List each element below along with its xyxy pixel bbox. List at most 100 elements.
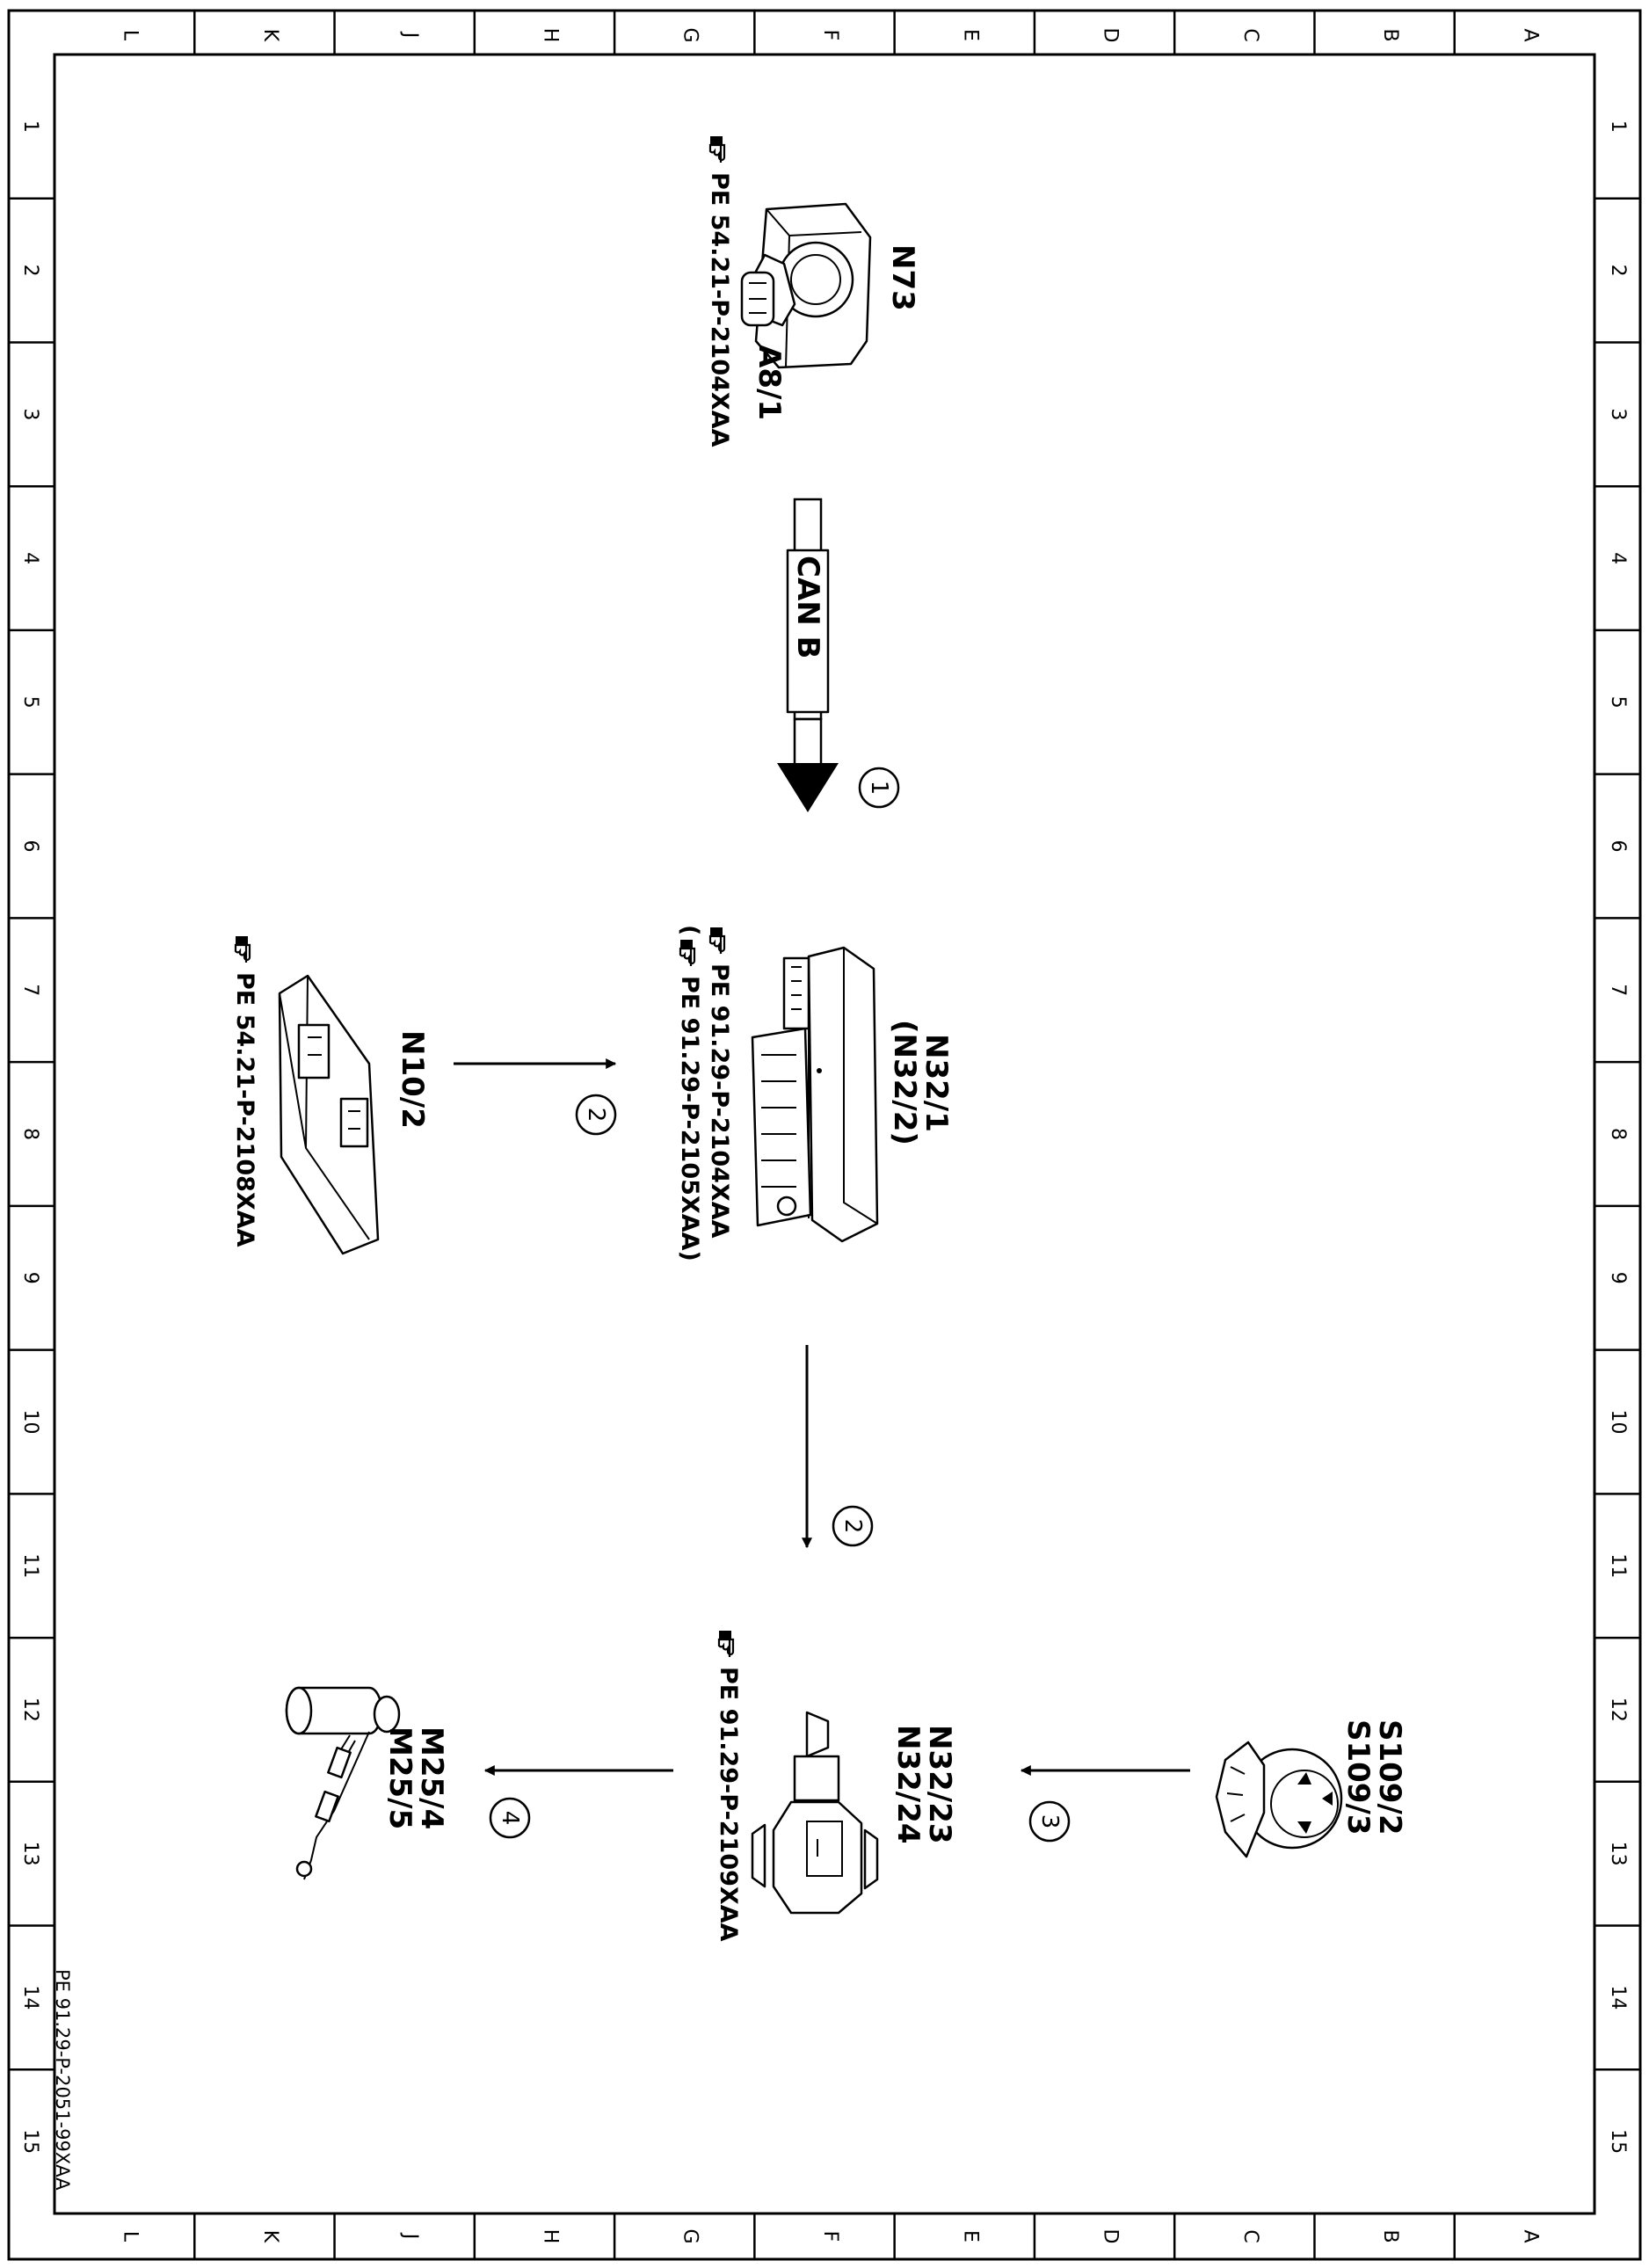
grid-row-label-left: 9: [19, 1272, 41, 1284]
ignition-switch-icon: [740, 202, 872, 369]
grid-row-label-right: 9: [1607, 1272, 1629, 1284]
grid-row-label-right: 5: [1607, 696, 1629, 709]
svg-text:2: 2: [839, 1519, 866, 1534]
n32-reference-alt: PE 91.29-P-2105XAA): [676, 976, 703, 1261]
grid-row-label-left: 15: [19, 2129, 41, 2154]
grid-row-label-right: 15: [1607, 2129, 1629, 2154]
grid-col-label-bottom: A: [1519, 2229, 1541, 2243]
grid-row-label-left: 5: [19, 696, 41, 709]
grid-col-label-top: B: [1379, 28, 1401, 41]
component-n32-23: N32/23 N32/24 PE 91.29-P-2109XAA: [715, 1629, 957, 1942]
n73-reference: PE 54.21-P-2104XAA: [706, 172, 733, 447]
grid-col-label-top: C: [1239, 28, 1261, 41]
grid-col-label-bottom: F: [819, 2231, 841, 2243]
grid-row-label-right: 1: [1607, 120, 1629, 133]
grid-row-label-left: 4: [19, 552, 41, 564]
grid-col-label-bottom: E: [959, 2230, 981, 2243]
grid-row-label-right: 4: [1607, 552, 1629, 564]
n32-23-label: N32/23: [922, 1725, 957, 1844]
n32-24-label: N32/24: [890, 1725, 926, 1844]
n32-23-reference: PE 91.29-P-2109XAA: [715, 1667, 742, 1942]
component-m25: M25/4 M25/5: [285, 1686, 449, 1880]
grid-col-label-top: H: [539, 28, 561, 43]
svg-text:4: 4: [497, 1811, 523, 1826]
n73-sub-label: A8/1: [752, 345, 787, 420]
step-marker-2a: 2: [575, 1094, 617, 1136]
sam-module-icon: [278, 974, 380, 1255]
grid-col-label-top: D: [1100, 28, 1122, 43]
grid-col-label-top: K: [259, 29, 281, 42]
component-n73: N73 A8/1 PE 54.21-P-2104XAA: [706, 134, 920, 447]
grid-row-label-left: 11: [19, 1553, 41, 1578]
n32-1-label: N32/1: [919, 1034, 954, 1132]
component-n32-1: N32/1 (N32/2) PE 91.29-P-2104XAA ( PE 91…: [676, 925, 954, 1261]
grid-col-label-top: G: [679, 27, 701, 42]
hand-pointer-icon: [679, 938, 696, 968]
grid-row-label-left: 2: [19, 265, 41, 277]
bus-label: CAN B: [790, 556, 825, 658]
svg-text:2: 2: [583, 1108, 609, 1123]
grid-col-label-top: J: [399, 31, 421, 39]
document-id: PE 91.29-P-2051-99XAA: [52, 1969, 73, 2191]
n10-reference: PE 54.21-P-2108XAA: [231, 972, 258, 1247]
svg-text:3: 3: [1036, 1814, 1063, 1829]
grid-row-label-right: 8: [1607, 1128, 1629, 1140]
hand-pointer-icon: [717, 1629, 735, 1659]
grid-row-label-left: 1: [19, 120, 41, 133]
svg-text:1: 1: [866, 781, 892, 796]
step-marker-2b: 2: [832, 1505, 874, 1547]
n32-2-label: (N32/2): [887, 1020, 922, 1145]
m25-5-label: M25/5: [382, 1726, 418, 1829]
grid-row-label-left: 3: [19, 408, 41, 420]
grid-col-label-bottom: B: [1379, 2229, 1401, 2243]
outer-border: [7, 9, 1642, 2261]
grid-row-label-right: 3: [1607, 408, 1629, 420]
inner-border: [53, 53, 1596, 2215]
seat-switch-icon: [751, 1711, 879, 1915]
grid-col-label-bottom: C: [1239, 2229, 1261, 2243]
grid-row-label-right: 10: [1607, 1409, 1629, 1434]
hand-pointer-icon: [708, 134, 726, 164]
grid-row-label-left: 7: [19, 984, 41, 996]
s109-3-label: S109/3: [1340, 1719, 1376, 1835]
grid-col-label-bottom: G: [679, 2228, 701, 2243]
n32-reference: PE 91.29-P-2104XAA: [706, 963, 733, 1239]
grid-col-label-top: A: [1519, 28, 1541, 41]
grid-col-label-top: F: [819, 30, 841, 41]
grid-row-label-right: 12: [1607, 1697, 1629, 1722]
grid-row-label-left: 14: [19, 1985, 41, 2010]
n32-reference-alt-open: (: [676, 925, 703, 935]
rotary-switch-icon: [1215, 1741, 1343, 1858]
hand-pointer-icon: [708, 926, 726, 956]
grid-col-label-top: E: [959, 29, 981, 41]
motor-icon: [285, 1686, 401, 1880]
bus-label-box: [786, 549, 830, 714]
grid-col-label-bottom: H: [539, 2229, 561, 2244]
grid-row-label-right: 11: [1607, 1553, 1629, 1578]
grid-row-label-left: 10: [19, 1409, 41, 1434]
grid-row-label-right: 6: [1607, 840, 1629, 853]
bus-arrowhead: [777, 763, 839, 812]
can-b-bus: CAN B 1: [777, 498, 900, 812]
hand-pointer-icon: [234, 934, 251, 964]
grid-col-label-bottom: D: [1100, 2229, 1122, 2244]
grid-row-label-right: 7: [1607, 984, 1629, 996]
grid-col-label-top: L: [120, 30, 142, 41]
grid-row-label-left: 12: [19, 1697, 41, 1722]
step-marker-4: 4: [489, 1797, 531, 1839]
step-marker-3: 3: [1028, 1800, 1071, 1843]
grid-col-label-bottom: K: [259, 2230, 281, 2243]
step-marker-1: 1: [858, 767, 900, 809]
grid-row-label-right: 2: [1607, 265, 1629, 277]
grid-row-label-right: 14: [1607, 1985, 1629, 2010]
grid-row-label-right: 13: [1607, 1842, 1629, 1866]
n10-2-label: N10/2: [395, 1030, 430, 1129]
grid-col-label-bottom: J: [399, 2232, 421, 2240]
grid-row-label-left: 6: [19, 840, 41, 853]
component-n10-2: N10/2 PE 54.21-P-2108XAA: [231, 934, 430, 1255]
